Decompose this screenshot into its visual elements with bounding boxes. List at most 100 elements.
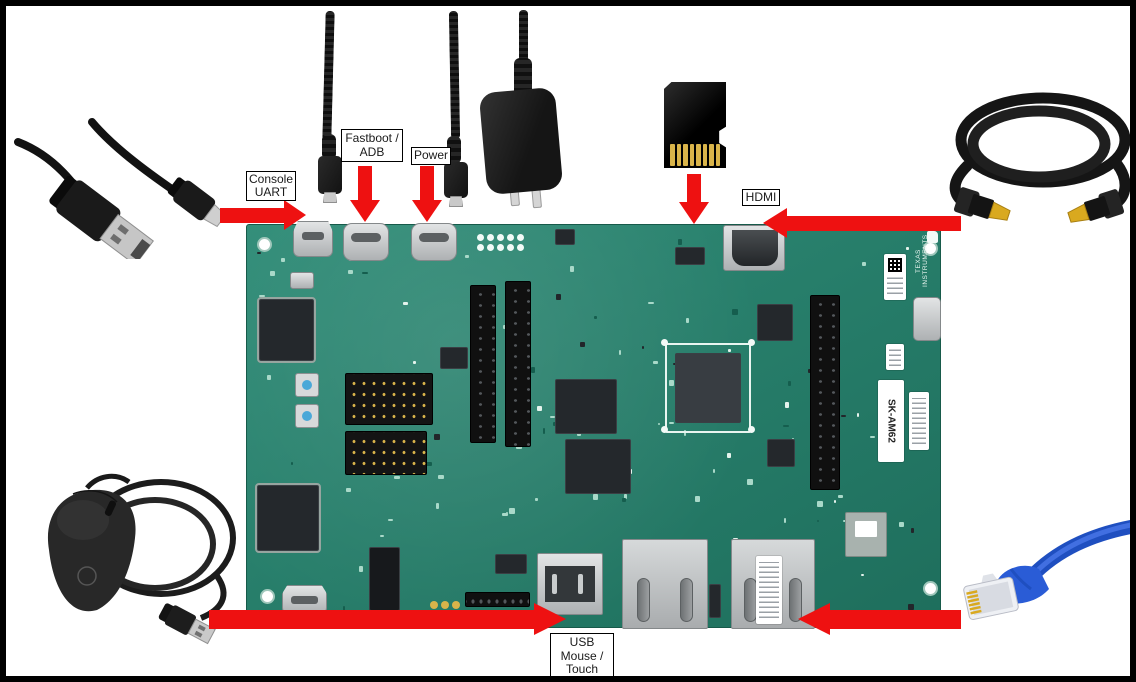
pcb-speck (669, 422, 674, 424)
label-line: UART (254, 185, 288, 199)
pcb-speck (346, 488, 351, 492)
pcb-speck (394, 476, 400, 479)
mounting-hole (257, 237, 272, 252)
test-point (441, 601, 449, 609)
console-uart-arrow (220, 200, 306, 230)
label-line: Console (248, 171, 294, 186)
usb-mouse-arrow (209, 603, 566, 635)
pcb-speck (642, 346, 644, 349)
pcb-speck (817, 501, 823, 507)
ti-brand-silkscreen: TEXAS INSTRUMENTS (915, 234, 929, 288)
pcb-speck (838, 495, 843, 498)
pcb-speck (622, 498, 626, 502)
pcb-speck (727, 453, 731, 458)
pcb-speck (899, 522, 904, 527)
push-button (295, 373, 319, 397)
slide-switch (369, 547, 400, 611)
plug-tip (323, 192, 337, 203)
pcb-speck (537, 406, 542, 411)
pcb-speck (841, 415, 846, 417)
pcb-speck (516, 445, 522, 449)
ram-chip (565, 439, 631, 494)
pcb-speck (388, 519, 393, 521)
power-usb-port (411, 223, 457, 261)
pcb-speck (438, 475, 444, 479)
pcb-speck (502, 513, 508, 516)
pin-header-row (465, 592, 530, 607)
ram-chip (757, 304, 793, 341)
sd-pin (670, 144, 675, 166)
pcb-speck (624, 494, 627, 499)
micro-usb-plug (444, 162, 468, 198)
mouse-usb-plug (158, 603, 216, 645)
fastboot-usb-port (343, 223, 389, 261)
sd-pin (709, 144, 714, 166)
pcb-speck (862, 262, 866, 266)
pcb-speck (465, 255, 469, 258)
pcb-speck (362, 272, 368, 274)
pcb-speck (834, 500, 836, 503)
pcb-speck (509, 508, 515, 514)
fastboot-adb-label: Fastboot / ADB (341, 129, 403, 162)
pcb-speck (908, 604, 914, 610)
pcb-speck (259, 295, 265, 297)
hdmi-label: HDMI (742, 189, 780, 206)
push-button (295, 404, 319, 428)
sd-pin (683, 144, 688, 166)
sd-pin (689, 144, 694, 166)
silk-dot (477, 244, 484, 251)
hp-logo-icon (77, 566, 97, 586)
pcb-speck (747, 479, 753, 485)
plug-tip (449, 196, 463, 207)
pcb-speck (906, 247, 909, 250)
side-connector (913, 297, 941, 341)
silk-dot (487, 244, 494, 251)
silk-dot (507, 244, 514, 251)
pcb-speck (732, 309, 738, 315)
pcb-speck (531, 367, 535, 373)
pcb-speck (343, 606, 345, 611)
sd-pin (676, 144, 681, 166)
pcb-speck (593, 494, 598, 500)
pcb-speck (543, 428, 545, 434)
pcb-speck (861, 574, 864, 576)
pcb-speck (788, 381, 791, 386)
pcb-speck (413, 361, 416, 364)
ethernet-arrow (798, 603, 961, 635)
power-arrow (412, 166, 442, 222)
silk-dot (487, 234, 494, 241)
pcb-speck (436, 503, 439, 509)
scroll-wheel (104, 500, 117, 516)
pcb-speck (653, 361, 658, 364)
soic-chip (440, 347, 468, 369)
label-line: Touch (565, 662, 599, 677)
model-sticker: SK-AM62 (878, 380, 904, 462)
sd-card-arrow (679, 174, 709, 224)
pcb-speck (669, 380, 674, 386)
pcb-speck (257, 252, 261, 254)
pcb-speck (403, 302, 408, 305)
pcb-speck (550, 416, 555, 418)
pcb-speck (619, 350, 621, 355)
label-line: Power (413, 148, 448, 163)
pcb-speck (270, 271, 275, 276)
label-line: ADB (359, 144, 385, 159)
ethernet-port-1 (622, 539, 708, 629)
pcb-speck (648, 302, 654, 304)
mounting-hole (260, 589, 275, 604)
qfp-chip (255, 483, 321, 553)
small-sticker (886, 344, 904, 370)
test-point (430, 601, 438, 609)
hdmi-plug (953, 187, 1011, 221)
pcb-speck (570, 266, 574, 272)
sd-pin (702, 144, 707, 166)
mouse-icon (47, 473, 236, 645)
fiducial-dot (661, 426, 668, 433)
pin-header (505, 281, 531, 447)
pcb-speck (535, 498, 538, 501)
pcb-speck (434, 434, 440, 440)
micro-usb-plug (318, 156, 342, 194)
pcb-speck (359, 566, 363, 572)
pcb-speck (291, 462, 293, 465)
pcb-speck (594, 316, 597, 319)
